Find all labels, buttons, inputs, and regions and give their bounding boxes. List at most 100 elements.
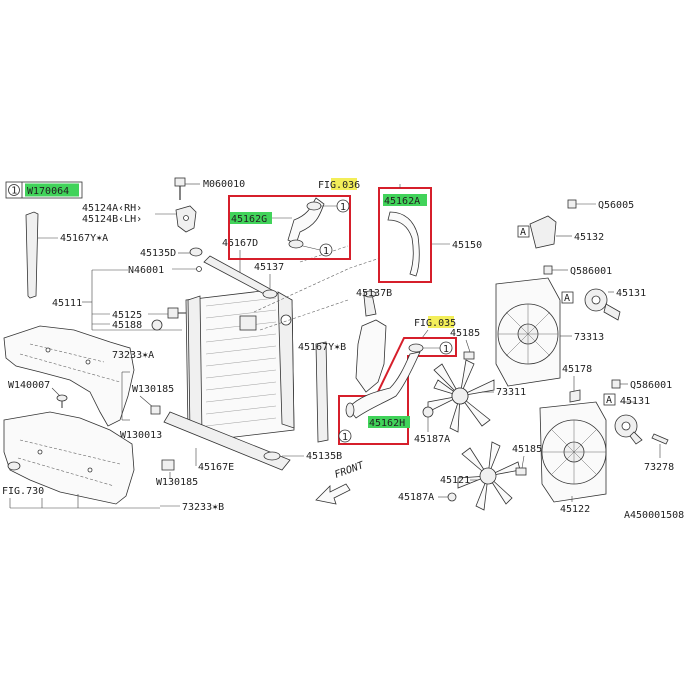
label-45162a: 45162A: [384, 196, 420, 207]
bolt-45185-a: 45185: [450, 328, 480, 360]
bolt-q586001-b: Q586001: [611, 379, 672, 391]
label-45131-a: 45131: [616, 288, 646, 299]
label-45167y-a: 45167Y✶A: [60, 233, 108, 244]
clip-n46001: [196, 266, 202, 272]
label-45185-a: 45185: [450, 328, 480, 339]
label-45135b: 45135B: [306, 451, 342, 462]
drawing-number: A450001508: [624, 510, 684, 521]
svg-text:1: 1: [342, 432, 348, 443]
label-n46001: N46001: [128, 265, 164, 276]
label-45131-b: 45131: [620, 396, 650, 407]
label-45124b: 45124B‹LH›: [82, 214, 142, 225]
label-q586001-b: Q586001: [630, 380, 672, 391]
bracket-45167y-b: 45167Y✶B: [298, 341, 346, 443]
bracket-45124: 45124A‹RH› 45124B‹LH›: [82, 203, 197, 233]
label-73278: 73278: [644, 462, 674, 473]
label-45125: 45125: [112, 310, 142, 321]
bolt-q586001-a: Q586001: [543, 265, 612, 277]
label-45150: 45150: [452, 240, 482, 251]
fig035-label: FIG.035: [414, 316, 456, 339]
label-45187a-1: 45187A: [414, 434, 450, 445]
clip-fig730: [7, 461, 21, 471]
label-w140007: W140007: [8, 380, 50, 391]
cap-45137: 45137: [254, 262, 284, 299]
highlight-box-45162h: [338, 337, 457, 445]
svg-text:1: 1: [323, 246, 329, 257]
label-45162h: 45162H: [369, 418, 405, 429]
front-label: FRONT: [333, 460, 366, 481]
fig036-label: FIG.036: [318, 178, 360, 191]
grommet-45135d: 45135D: [140, 247, 203, 259]
label-45137b: 45137B: [356, 288, 392, 299]
fan-73311: 73311: [427, 359, 526, 433]
svg-text:A: A: [606, 395, 612, 406]
radiator-45111: [185, 289, 295, 441]
label-45167e: 45167E: [198, 462, 234, 473]
svg-text:1: 1: [443, 344, 449, 355]
label-45124a: 45124A‹RH›: [82, 203, 142, 214]
label-45162g: 45162G: [231, 214, 267, 225]
label-m060010: M060010: [203, 179, 245, 190]
label-w130185-a: W130185: [132, 384, 174, 395]
label-45137: 45137: [254, 262, 284, 273]
nut-45187a-1: 45187A: [414, 406, 450, 445]
sensor-45132: Q56005 A 45132: [517, 199, 634, 249]
legend: 1 W170064: [5, 181, 83, 199]
label-45122: 45122: [560, 504, 590, 515]
bolt-45185-b: 45185: [512, 444, 542, 476]
label-73233a: 73233✶A: [112, 350, 154, 361]
label-q56005: Q56005: [598, 200, 634, 211]
label-45135d: 45135D: [140, 248, 176, 259]
highlight-box-45162g: [228, 195, 351, 260]
label-45188: 45188: [112, 320, 142, 331]
clip-73278: 73278: [644, 433, 674, 473]
reservoir-45150: 45137B: [355, 288, 392, 393]
label-w130013: W130013: [120, 430, 162, 441]
shroud-73313: 73313: [495, 277, 604, 387]
label-45178: 45178: [562, 364, 592, 375]
under-cover-73233b: [3, 411, 135, 505]
label-45121: 45121: [440, 475, 470, 486]
svg-text:A: A: [564, 293, 570, 304]
front-arrow: FRONT: [315, 460, 366, 505]
clip-w130185-b: [161, 459, 175, 471]
svg-text:1: 1: [340, 202, 346, 213]
clip-w140007: [56, 394, 68, 408]
svg-text:FIG.035: FIG.035: [414, 318, 456, 329]
label-45132: 45132: [574, 232, 604, 243]
under-cover-73233a: 73233✶A: [3, 325, 154, 427]
label-w130185-b: W130185: [156, 477, 198, 488]
legend-circle-num: 1: [11, 186, 17, 197]
fan-45121: 45121: [440, 441, 521, 511]
motor-45131-b: A 45131: [603, 393, 650, 445]
grommet-45135b: 45135B: [263, 451, 342, 462]
bracket-45167y-a: 45167Y✶A: [25, 211, 108, 299]
shroud-45122: 45122: [539, 401, 607, 515]
motor-45131-a: A 45131: [561, 288, 646, 321]
label-45185-b: 45185: [512, 444, 542, 455]
label-q586001-a: Q586001: [570, 266, 612, 277]
hose-45162a: 45162A: [383, 194, 427, 277]
bracket-45178: 45178: [562, 364, 592, 403]
drain-plug-45125: [167, 307, 186, 319]
label-fig730: FIG.730: [2, 486, 44, 497]
label-45187a-2: 45187A: [398, 492, 434, 503]
clip-w130185-a: [150, 405, 161, 415]
o-ring-45188: [151, 319, 163, 331]
label-73313: 73313: [574, 332, 604, 343]
highlight-box-45162a: [378, 187, 432, 283]
hose-45162g: 45162G 1 1: [230, 197, 350, 257]
seal-45167e: 45167E: [163, 411, 291, 473]
svg-text:FIG.036: FIG.036: [318, 180, 360, 191]
bolt-m060010: M060010: [174, 177, 245, 200]
nut-45187a-2: 45187A: [398, 492, 457, 503]
label-73233b: 73233✶B: [182, 502, 224, 513]
legend-code: W170064: [27, 186, 69, 197]
svg-text:A: A: [520, 227, 526, 238]
hose-45162h: 1 1 45162H: [338, 341, 453, 443]
label-45167y-b: 45167Y✶B: [298, 342, 346, 353]
label-45167d: 45167D: [222, 238, 258, 249]
label-73311: 73311: [496, 387, 526, 398]
label-45111: 45111: [52, 298, 82, 309]
